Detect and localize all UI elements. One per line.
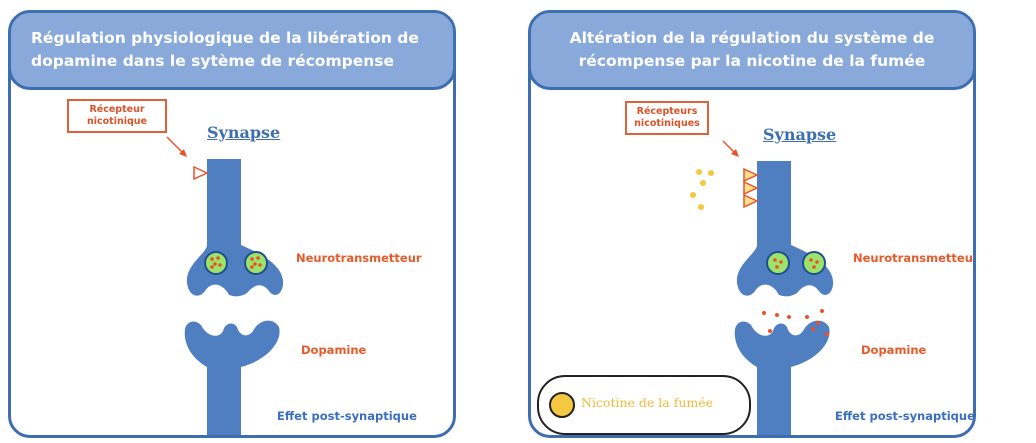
nicotine-molecules xyxy=(690,169,714,210)
vesicle xyxy=(802,251,826,275)
neurotransmitter-label: Neurotransmetteur xyxy=(296,251,422,265)
synapse-diagram-left xyxy=(166,136,284,435)
synapse-title: Synapse xyxy=(763,125,837,144)
vesicle xyxy=(766,251,790,275)
effect-label: Effet post-synaptique xyxy=(277,409,417,423)
panel-physiological-regulation: Régulation physiologique de la libératio… xyxy=(8,10,456,438)
receptor-label: Récepteurs nicotiniques xyxy=(625,101,709,135)
postsynaptic-neuron xyxy=(184,320,280,435)
presynaptic-neuron xyxy=(186,159,284,297)
dopamine-label: Dopamine xyxy=(301,343,367,357)
legend: Nicotine de la fumée xyxy=(537,375,751,435)
dopamine-molecules xyxy=(773,258,819,269)
dopamine-molecules xyxy=(210,256,262,269)
effect-label: Effet post-synaptique xyxy=(835,409,975,423)
nicotine-legend-icon xyxy=(549,392,575,418)
nicotinic-receptor xyxy=(193,165,209,181)
dopamine-label: Dopamine xyxy=(861,343,927,357)
presynaptic-neuron xyxy=(736,161,834,297)
receptor-label: Récepteur nicotinique xyxy=(67,99,167,133)
legend-label: Nicotine de la fumée xyxy=(581,395,714,410)
nicotinic-receptors xyxy=(743,167,759,209)
panel-nicotine-alteration: Altération de la régulation du système d… xyxy=(528,10,976,438)
postsynaptic-neuron xyxy=(734,320,830,435)
panel-title: Régulation physiologique de la libératio… xyxy=(11,13,453,90)
synapse-diagram-right xyxy=(690,140,834,435)
synapse-title: Synapse xyxy=(207,123,281,142)
released-dopamine xyxy=(762,309,829,336)
panel-title: Altération de la régulation du système d… xyxy=(531,13,973,90)
neurotransmitter-label: Neurotransmetteur xyxy=(853,251,976,265)
